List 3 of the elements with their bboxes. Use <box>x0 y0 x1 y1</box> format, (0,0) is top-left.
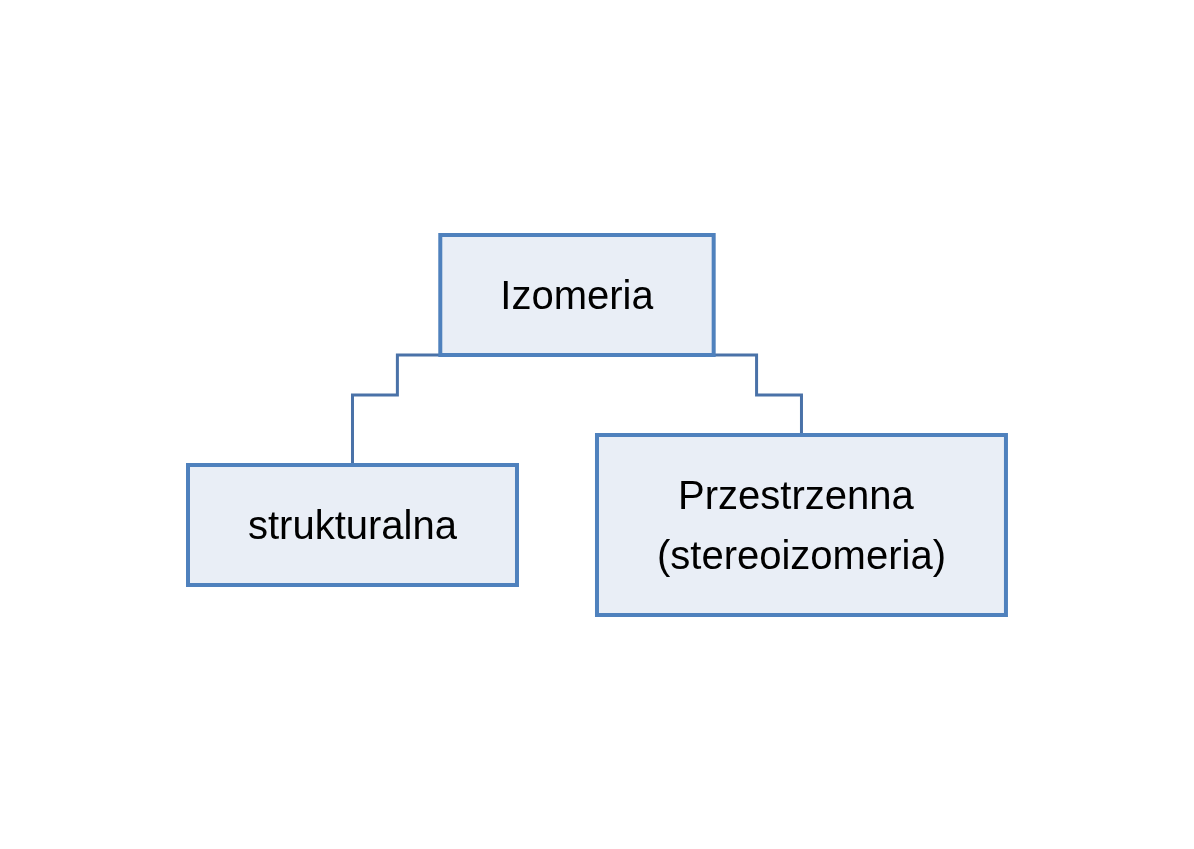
node-box: Izomeria <box>438 232 716 357</box>
node-box: strukturalna <box>186 462 519 587</box>
node-box: Przestrzenna (stereoizomeria) <box>595 432 1008 617</box>
